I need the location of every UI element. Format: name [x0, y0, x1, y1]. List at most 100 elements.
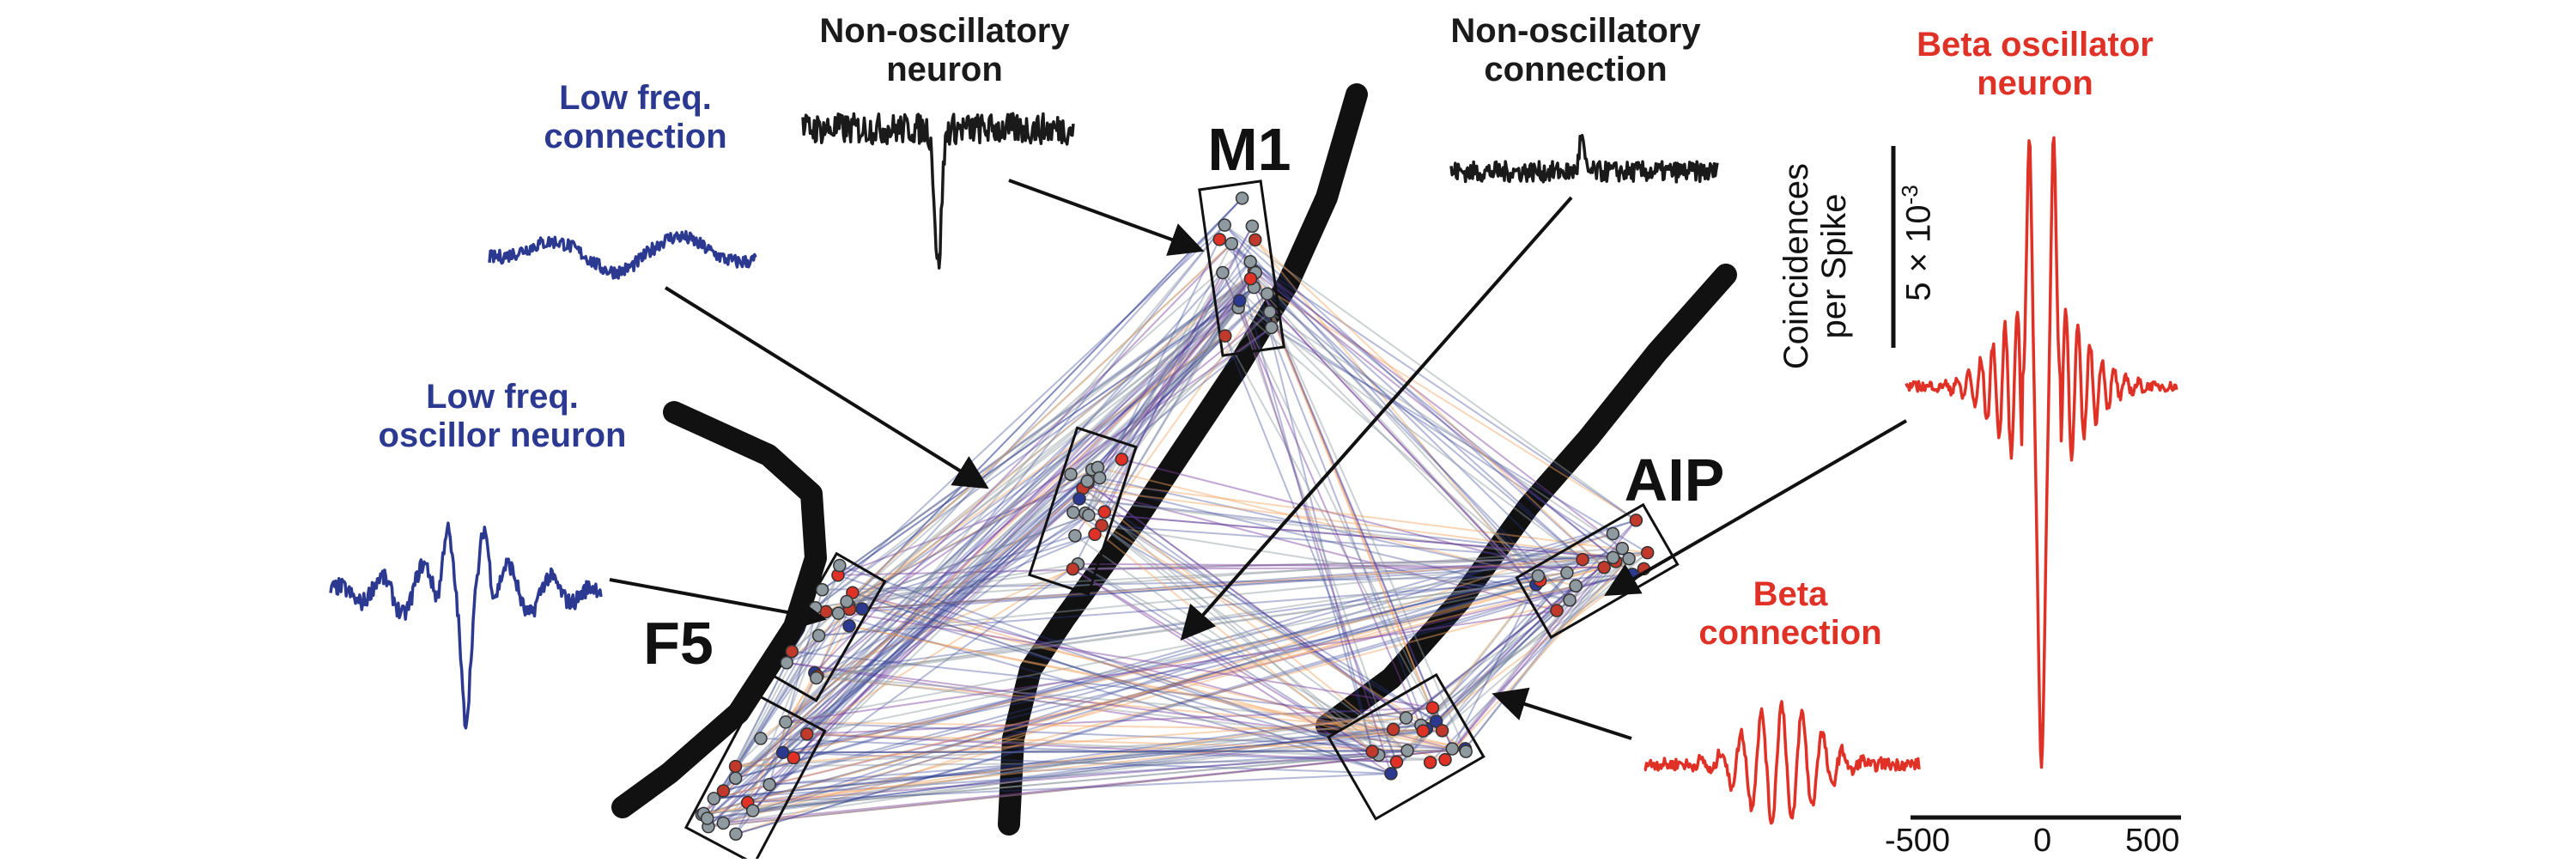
connection-line	[1070, 326, 1273, 476]
neuron-node	[1389, 755, 1404, 769]
connection-line	[702, 286, 1255, 815]
connection-line	[703, 754, 1379, 815]
connection-line	[816, 300, 1241, 679]
neuron-node	[1245, 219, 1260, 234]
connection-line	[793, 498, 1080, 759]
connection-line	[786, 270, 1255, 664]
connection-line	[792, 650, 1406, 720]
connection-line	[723, 583, 1537, 793]
connection-line	[747, 750, 1408, 804]
connection-line	[1084, 300, 1241, 514]
neuron-node	[1218, 329, 1232, 343]
neuron-node	[762, 777, 776, 792]
connection-line	[791, 242, 1232, 653]
connection-line	[1255, 272, 1437, 722]
connection-line	[708, 747, 1466, 828]
connection-line	[815, 562, 1078, 609]
neuron-node	[840, 594, 854, 609]
connection-line	[837, 300, 1241, 614]
connection-line	[760, 477, 1101, 739]
neuron-node	[1606, 526, 1620, 541]
neuron-node	[833, 558, 847, 573]
neuron-node	[1218, 218, 1231, 232]
connection-line	[751, 293, 1268, 811]
neuron-node	[707, 792, 721, 805]
connection-line	[787, 661, 1373, 753]
connection-line	[1082, 487, 1407, 719]
connection-line	[837, 556, 1613, 576]
connection-line	[1087, 480, 1648, 554]
connection-line	[734, 277, 1252, 768]
connection-line	[822, 574, 1539, 591]
neuron-node	[1606, 550, 1620, 565]
connection-line	[846, 600, 1379, 757]
connection-line	[735, 730, 1424, 768]
connection-line	[714, 727, 1427, 799]
connection-line	[1082, 271, 1257, 489]
connection-line	[861, 198, 1243, 610]
connection-line	[837, 574, 1373, 752]
connection-line	[703, 754, 1379, 815]
neuron-node	[811, 629, 826, 642]
neuron-node	[1531, 568, 1546, 583]
connection-line	[1405, 557, 1630, 719]
neuron-node	[800, 727, 814, 741]
connection-line	[837, 277, 1252, 576]
trace-low-freq-neuron	[329, 521, 603, 730]
connection-line	[806, 469, 1093, 735]
connection-line	[702, 605, 850, 814]
trace-beta-oscillator-neuron	[1905, 136, 2178, 769]
connection-line	[782, 750, 1408, 754]
connection-line	[848, 277, 1252, 607]
connection-line	[785, 512, 1086, 723]
sulcus-lines	[611, 83, 1737, 836]
neuron-node	[1264, 320, 1279, 335]
neuron-node	[1072, 492, 1086, 506]
connection-line	[1436, 557, 1630, 722]
connection-line	[839, 564, 1379, 757]
neuron-node	[831, 606, 846, 620]
connection-line	[1239, 300, 1583, 561]
connection-line	[1087, 243, 1233, 516]
connection-line	[1088, 514, 1398, 763]
connection-line	[837, 271, 1256, 576]
connection-line	[861, 560, 1616, 610]
neuron-node	[716, 816, 731, 830]
connection-line	[735, 532, 1613, 780]
connection-line	[861, 335, 1226, 610]
connection-line	[702, 717, 1406, 816]
connection-line	[1074, 535, 1397, 763]
connection-line	[816, 514, 1090, 679]
pointer-arrows	[609, 179, 1908, 740]
connection-line	[806, 562, 1078, 735]
connection-line	[782, 573, 1633, 754]
connection-line	[861, 558, 1583, 610]
neuron-node	[729, 827, 743, 842]
connection-line	[735, 532, 1613, 836]
neuron-node	[1068, 529, 1082, 543]
connection-line	[848, 335, 1226, 611]
connection-line	[734, 651, 793, 768]
connection-line	[1091, 335, 1226, 471]
connection-line	[1429, 557, 1630, 763]
connection-line	[1441, 572, 1568, 732]
connection-line	[1082, 488, 1408, 751]
connection-line	[722, 224, 1225, 824]
connection-line	[818, 573, 1633, 637]
connection-line	[1077, 562, 1380, 757]
neuron-node	[1569, 579, 1583, 593]
connection-line	[713, 271, 1256, 799]
connection-line	[747, 772, 1391, 804]
connection-line	[1084, 512, 1630, 560]
connection-line	[1255, 271, 1541, 581]
connection-line	[786, 286, 1255, 664]
connection-line	[735, 609, 851, 835]
connection-line	[1253, 287, 1558, 611]
connection-line	[785, 610, 1558, 723]
connection-line	[1425, 574, 1633, 730]
connection-line	[1224, 224, 1637, 521]
connection-line	[1239, 300, 1630, 560]
connection-line	[1074, 278, 1252, 537]
connection-line	[1237, 307, 1571, 601]
connection-line	[735, 758, 1446, 768]
